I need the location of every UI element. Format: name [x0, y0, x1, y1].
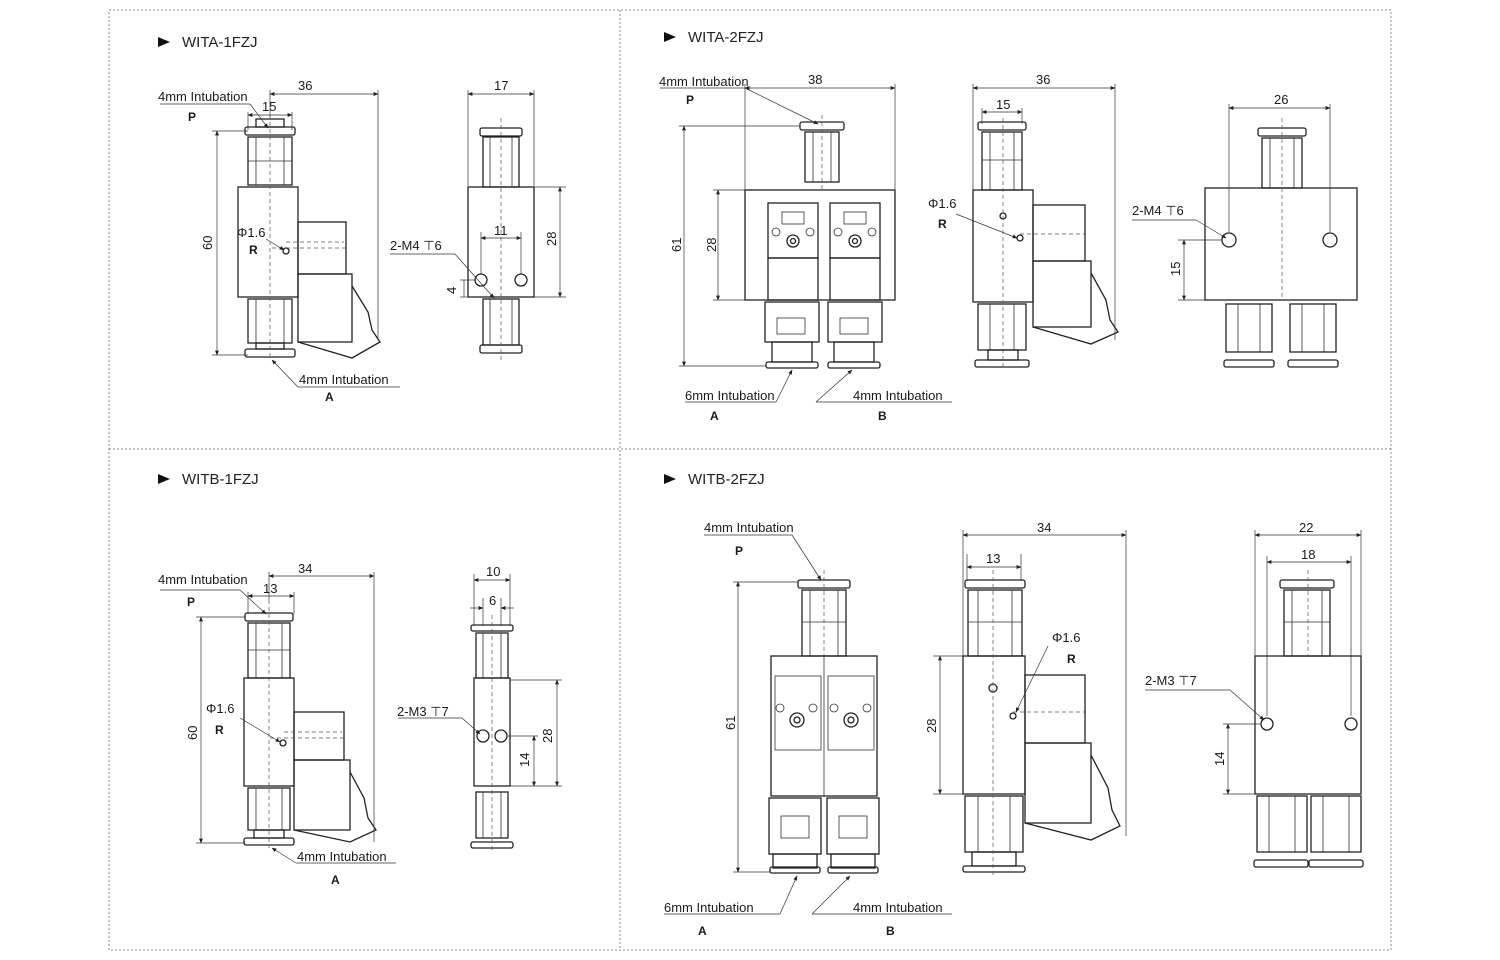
side-view: [467, 118, 535, 360]
tube-top-label: 4mm Intubation: [704, 520, 794, 535]
side-width-label: 36: [1036, 72, 1050, 87]
port-bottom-label: A: [331, 873, 340, 887]
tube-a-label: 6mm Intubation: [664, 900, 754, 915]
side-inner-label: 13: [986, 551, 1000, 566]
title-marker-icon: [158, 474, 170, 484]
side-width-label: 34: [1037, 520, 1051, 535]
port-side-label: R: [1067, 652, 1076, 666]
side-thread-label: 2-M3 ⊤7: [397, 704, 449, 719]
port-b-label: B: [878, 409, 887, 423]
side-dimensions: 36 15 Φ1.6 R: [928, 72, 1116, 340]
side-view: [470, 615, 514, 850]
side-height-label: 28: [544, 232, 559, 246]
dim-height-label: 60: [185, 726, 200, 740]
side-dimensions: 17 11 28 2-M4 ⊤6 4: [390, 78, 566, 299]
end-thread-label: 2-M4 ⊤6: [1132, 203, 1184, 218]
end-height-label: 14: [1212, 752, 1227, 766]
dim-inner-label: 13: [263, 581, 277, 596]
port-b-label: B: [886, 924, 895, 938]
title-marker-icon: [664, 32, 676, 42]
front-dimensions: 34 13 4mm Intubation P 60 Φ1.6 R 4mm Int…: [158, 561, 396, 887]
tube-bottom-label: 4mm Intubation: [297, 849, 387, 864]
panel-title: WITA-2FZJ: [688, 29, 764, 46]
front-dimensions: 4mm Intubation P 61 6mm Intubation A 4mm…: [664, 520, 952, 938]
side-height-label: 28: [924, 719, 939, 733]
front-dimensions: 38 4mm Intubation P 61 28 6mm Intubation…: [659, 72, 952, 423]
front-view: [768, 570, 880, 874]
port-top-label: P: [686, 93, 694, 107]
end-view: [1253, 570, 1364, 868]
dim-inner-label: 15: [262, 99, 276, 114]
hole-label: Φ1.6: [237, 225, 265, 240]
port-a-label: A: [710, 409, 719, 423]
panel-wita-1fzj: WITA-1FZJ 36: [158, 34, 566, 404]
dim-body-label: 28: [704, 238, 719, 252]
tube-bottom-label: 4mm Intubation: [299, 372, 389, 387]
side-height-label: 28: [540, 729, 555, 743]
end-dimensions: 22 18 2-M3 ⊤7 14: [1145, 520, 1362, 795]
side-view: [962, 570, 1121, 875]
dim-width-label: 36: [298, 78, 312, 93]
side-offset-label: 4: [444, 287, 459, 294]
side-inner-label: 15: [996, 97, 1010, 112]
panel-wita-2fzj: WITA-2FZJ: [659, 29, 1358, 423]
end-view: [1204, 118, 1358, 368]
port-side-label: R: [249, 243, 258, 257]
dim-width-label: 34: [298, 561, 312, 576]
tube-top-label: 4mm Intubation: [659, 74, 749, 89]
end-height-label: 15: [1168, 262, 1183, 276]
tube-a-label: 6mm Intubation: [685, 388, 775, 403]
front-view: [744, 115, 896, 369]
hole-label: Φ1.6: [928, 196, 956, 211]
side-dimensions: 10 6 28 14 2-M3 ⊤7: [397, 564, 562, 787]
tube-b-label: 4mm Intubation: [853, 900, 943, 915]
end-dimensions: 26 2-M4 ⊤6 15: [1132, 92, 1331, 301]
side-spacing-label: 6: [489, 593, 496, 608]
end-width-label: 26: [1274, 92, 1288, 107]
side-dimensions: 34 13 28 Φ1.6 R: [924, 520, 1127, 836]
side-width-label: 17: [494, 78, 508, 93]
port-top-label: P: [187, 595, 195, 609]
port-side-label: R: [215, 723, 224, 737]
side-offset-label: 14: [517, 753, 532, 767]
title-marker-icon: [664, 474, 676, 484]
side-spacing-label: 11: [494, 223, 508, 238]
panel-title: WITB-1FZJ: [182, 471, 259, 488]
title-marker-icon: [158, 37, 170, 47]
sheet-frame: [108, 9, 1392, 951]
dim-height-label: 60: [200, 236, 215, 250]
port-top-label: P: [735, 544, 743, 558]
side-width-label: 10: [486, 564, 500, 579]
side-thread-label: 2-M4 ⊤6: [390, 238, 442, 253]
panel-witb-1fzj: WITB-1FZJ 34: [158, 471, 562, 887]
dim-width-label: 38: [808, 72, 822, 87]
panel-title: WITB-2FZJ: [688, 471, 765, 488]
tube-top-label: 4mm Intubation: [158, 572, 248, 587]
end-thread-label: 2-M3 ⊤7: [1145, 673, 1197, 688]
panel-witb-2fzj: WITB-2FZJ: [664, 471, 1364, 938]
panel-title: WITA-1FZJ: [182, 34, 258, 51]
side-view: [972, 118, 1119, 370]
front-dimensions: 36 15 60 4mm Intubation P Φ1.6 R 4mm Int…: [158, 78, 400, 404]
hole-label: Φ1.6: [206, 701, 234, 716]
port-side-label: R: [938, 217, 947, 231]
port-bottom-label: A: [325, 390, 334, 404]
front-view: [243, 600, 377, 848]
tube-b-label: 4mm Intubation: [853, 388, 943, 403]
port-a-label: A: [698, 924, 707, 938]
dim-height-label: 61: [669, 238, 684, 252]
front-view: [237, 115, 381, 360]
tube-top-label: 4mm Intubation: [158, 89, 248, 104]
port-top-label: P: [188, 110, 196, 124]
dim-height-label: 61: [723, 716, 738, 730]
end-spacing-label: 18: [1301, 547, 1315, 562]
hole-label: Φ1.6: [1052, 630, 1080, 645]
end-width-label: 22: [1299, 520, 1313, 535]
